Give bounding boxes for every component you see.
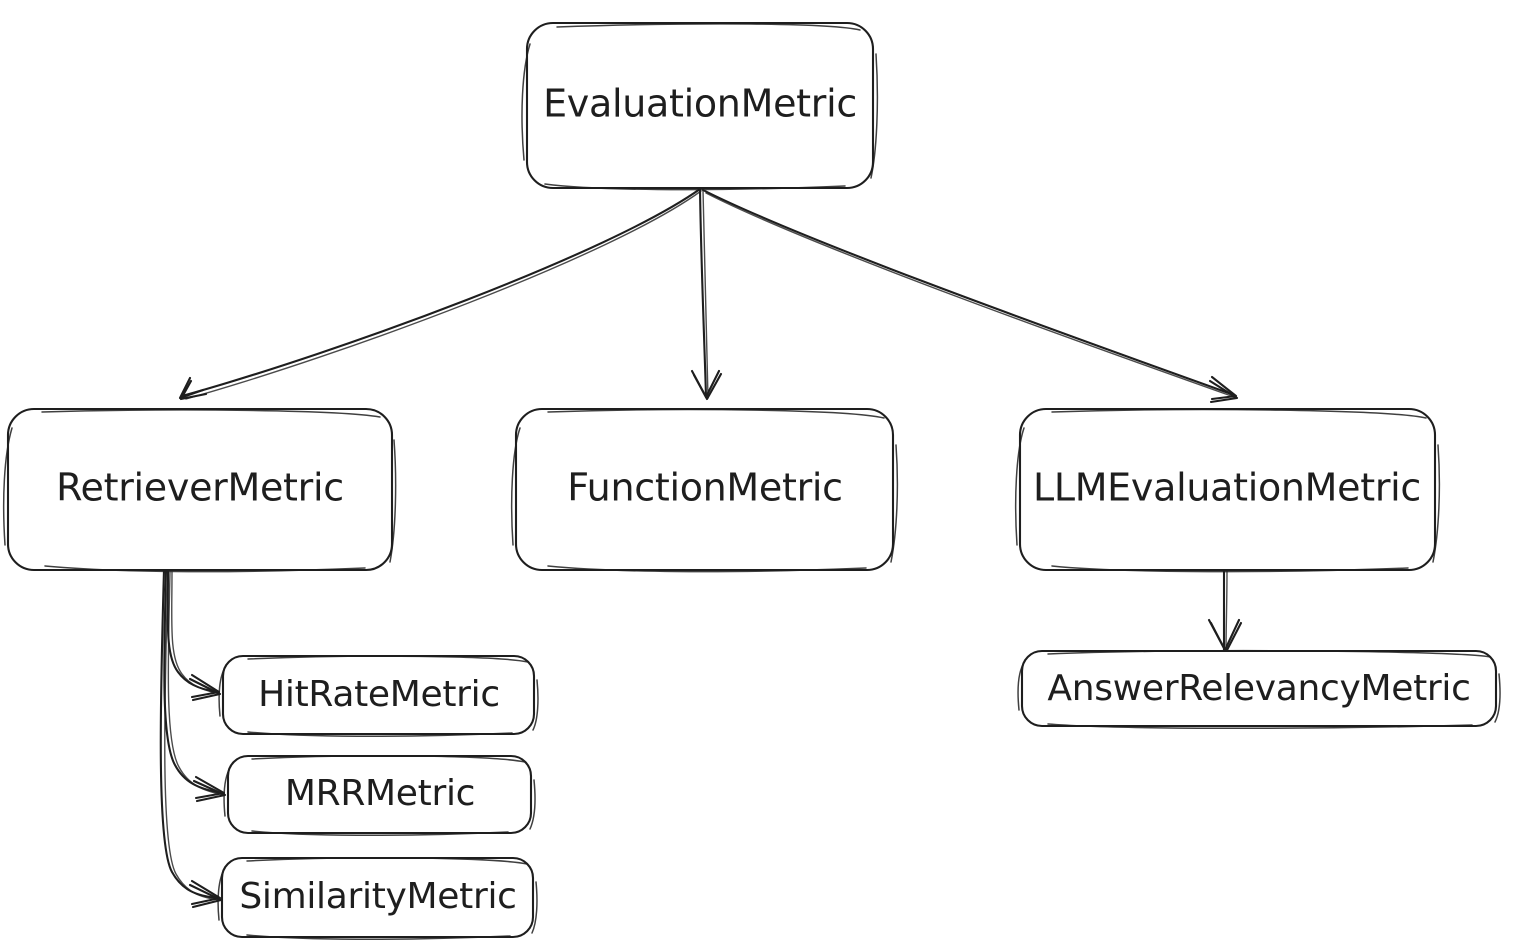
node-label-retriever-metric: RetrieverMetric: [56, 466, 344, 510]
node-evaluation-metric[interactable]: EvaluationMetric: [521, 21, 879, 191]
node-label-evaluation-metric: EvaluationMetric: [543, 82, 857, 126]
node-label-answer-relevancy-metric: AnswerRelevancyMetric: [1047, 668, 1470, 709]
node-similarity-metric[interactable]: SimilarityMetric: [217, 856, 538, 941]
edge-evaluationmetric-to-llmevaluationmetric: [701, 188, 1239, 404]
edge-retrievermetric-to-hitratemetric: [166, 568, 222, 702]
node-mrr-metric[interactable]: MRRMetric: [223, 754, 536, 837]
edge-llmevaluationmetric-to-answerrelevancymetric: [1207, 568, 1243, 654]
edge-retrievermetric-to-similaritymetric: [159, 568, 223, 909]
node-label-llm-evaluation-metric: LLMEvaluationMetric: [1033, 466, 1421, 510]
node-retriever-metric[interactable]: RetrieverMetric: [2, 407, 397, 573]
node-function-metric[interactable]: FunctionMetric: [510, 407, 899, 573]
edge-evaluationmetric-to-retrievermetric: [178, 187, 702, 401]
node-hit-rate-metric[interactable]: HitRateMetric: [218, 654, 539, 738]
edge-group: [159, 187, 1243, 909]
node-label-mrr-metric: MRRMetric: [285, 773, 475, 814]
node-label-hit-rate-metric: HitRateMetric: [258, 674, 500, 715]
node-answer-relevancy-metric[interactable]: AnswerRelevancyMetric: [1017, 649, 1501, 730]
node-label-function-metric: FunctionMetric: [567, 466, 843, 510]
edge-evaluationmetric-to-functionmetric: [690, 187, 723, 401]
node-llm-evaluation-metric[interactable]: LLMEvaluationMetric: [1014, 407, 1441, 573]
node-label-similarity-metric: SimilarityMetric: [239, 876, 516, 917]
edge-retrievermetric-to-mrrmetric: [163, 568, 227, 803]
